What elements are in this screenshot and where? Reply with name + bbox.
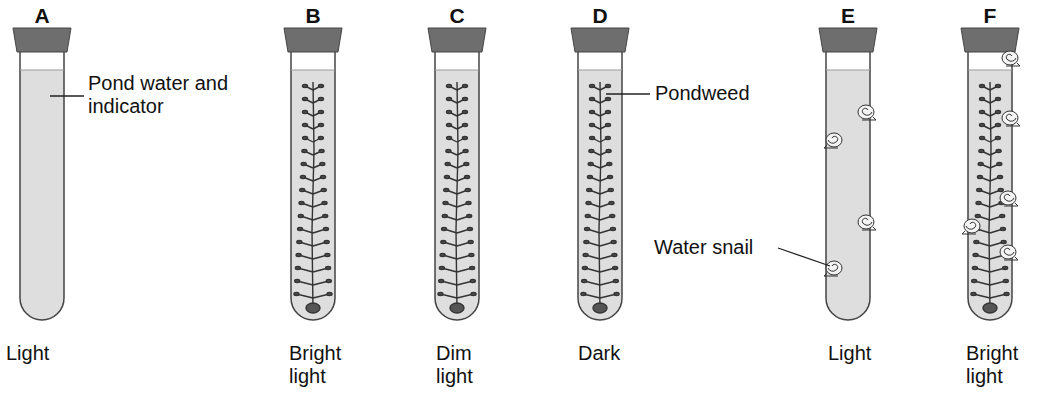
stopper [961, 28, 1019, 52]
condition-label: Bright light [289, 342, 361, 388]
water-snail [962, 219, 980, 234]
tube-letter: A [34, 4, 49, 27]
condition-label: Light [6, 342, 49, 365]
test-tube [428, 28, 486, 320]
leader-line [778, 248, 830, 266]
tube-letter: B [305, 4, 320, 27]
water-snail [824, 261, 842, 276]
tube-letter: E [841, 4, 855, 27]
test-tube [819, 28, 877, 320]
callout-label: Pondweed [655, 82, 750, 105]
test-tube [284, 28, 342, 320]
condition-label: Dim light [436, 342, 492, 388]
water-snail [1000, 191, 1018, 206]
condition-label: Dark [578, 342, 620, 365]
test-tube [571, 28, 629, 320]
stopper [284, 28, 342, 52]
condition-label: Bright light [966, 342, 1038, 388]
tube-letter: F [984, 4, 997, 27]
water-snail [858, 215, 876, 230]
callout-label: Water snail [654, 236, 753, 259]
tube-letter: D [592, 4, 607, 27]
pondweed [581, 82, 619, 313]
test-tube [13, 28, 71, 320]
water-snail [824, 133, 842, 148]
condition-label: Light [828, 342, 871, 365]
leader-line [50, 95, 84, 96]
leader-line [606, 93, 650, 94]
pondweed [438, 82, 476, 313]
stopper [428, 28, 486, 52]
water-snail [1002, 111, 1020, 126]
pondweed [294, 82, 332, 313]
stopper [571, 28, 629, 52]
callout-label: Pond water and indicator [88, 72, 248, 118]
water-snail [1000, 245, 1018, 260]
tube-letter: C [449, 4, 464, 27]
water-snail [1002, 51, 1020, 66]
stopper [819, 28, 877, 52]
water-snail [858, 105, 876, 120]
stopper [13, 28, 71, 52]
test-tube [961, 28, 1019, 320]
